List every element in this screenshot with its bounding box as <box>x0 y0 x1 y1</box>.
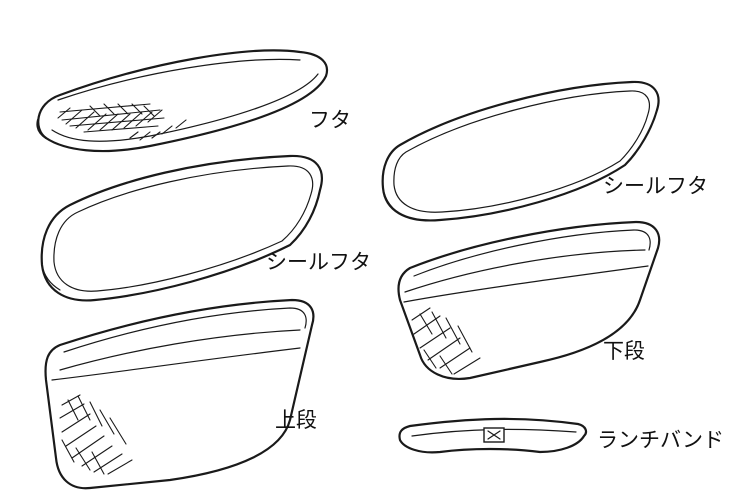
lower-tier-illustration <box>397 220 661 380</box>
upper-tier-illustration <box>44 298 315 490</box>
lunch-band-label: ランチバンド <box>597 428 725 452</box>
seal-lid-left-illustration <box>40 154 323 302</box>
lid-illustration <box>36 49 329 153</box>
upper-tier-label: 上段 <box>275 408 317 432</box>
lunch-band-illustration <box>398 417 588 454</box>
lower-tier-label: 下段 <box>603 339 645 363</box>
seal-lid-right-illustration <box>381 80 660 222</box>
seal-lid-left-label: シールフタ <box>266 250 371 274</box>
seal-lid-right-label: シールフタ <box>603 174 708 198</box>
lid-label: フタ <box>309 108 351 132</box>
